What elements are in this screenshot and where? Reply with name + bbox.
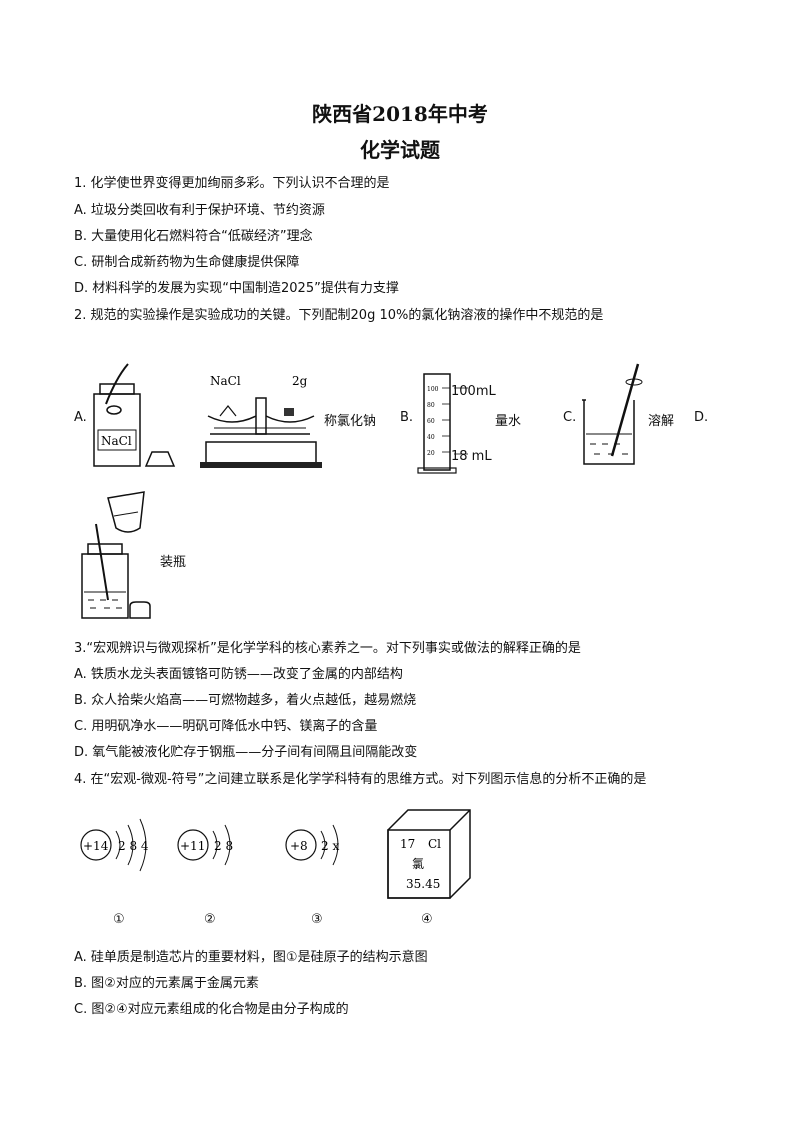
cylinder-ticks: 100 80 60 40 20 (427, 386, 450, 457)
q3-option-c: C. 用明矾净水——明矾可降低水中钙、镁离子的含量 (74, 719, 378, 734)
q3-stem: 3.“宏观辨识与微观探析”是化学学科的核心素养之一。对下列事实或做法的解释正确的… (74, 641, 581, 656)
atomic-mass: 35.45 (406, 877, 440, 891)
q1-option-a: A. 垃圾分类回收有利于保护环境、节约资源 (74, 203, 325, 218)
q3-option-a: A. 铁质水龙头表面镀铬可防锈——改变了金属的内部结构 (74, 667, 403, 682)
q2-fig-d-caption: 装瓶 (160, 555, 187, 570)
reagent-bottle-icon: NaCl (93, 363, 141, 467)
q4-option-b: B. 图②对应的元素属于金属元素 (74, 976, 259, 991)
cylinder-top-reading: 100mL (451, 384, 496, 399)
weighing-figure: NaCl NaCl 2g (93, 363, 322, 468)
right-pan-label: 2g (292, 374, 308, 388)
bottle-label: NaCl (101, 434, 132, 448)
page-subtitle: 化学试题 (360, 138, 440, 162)
cylinder-bottom-reading: 18 mL (451, 449, 492, 464)
cylinder-tick-label: 60 (427, 418, 435, 425)
svg-text:2 8: 2 8 (214, 839, 233, 853)
q2-fig-d-letter: D. (694, 410, 709, 425)
cylinder-tick-label: 40 (427, 434, 435, 441)
q1-stem: 1. 化学使世界变得更加绚丽多彩。下列认识不合理的是 (74, 176, 390, 191)
q1-option-c: C. 研制合成新药物为生命健康提供保障 (74, 255, 300, 270)
diagram-label-4: ④ (421, 912, 433, 927)
q1-option-b: B. 大量使用化石燃料符合“低碳经济”理念 (74, 229, 313, 244)
atomic-number: 17 (400, 837, 415, 851)
stopper-icon (144, 451, 176, 467)
balance-icon: NaCl 2g (200, 374, 322, 468)
svg-text:2 x: 2 x (321, 839, 339, 853)
element-name: 氯 (412, 857, 424, 871)
atom-diagram-1: +14 2 8 4 (80, 818, 149, 872)
periodic-element-cell: 17 Cl 氯 35.45 (387, 809, 471, 899)
atom-diagram-2: +11 2 8 (177, 824, 233, 866)
q4-option-c: C. 图②④对应元素组成的化合物是由分子构成的 (74, 1002, 349, 1017)
diagram-label-1: ① (113, 912, 125, 927)
q3-option-b: B. 众人拾柴火焰高——可燃物越多，着火点越低，越易燃烧 (74, 693, 417, 708)
q2-fig-c-letter: C. (563, 410, 577, 425)
q4-stem: 4. 在“宏观-微观-符号”之间建立联系是化学学科特有的思维方式。对下列图示信息… (74, 772, 647, 787)
q4-option-a: A. 硅单质是制造芯片的重要材料，图①是硅原子的结构示意图 (74, 950, 428, 965)
cylinder-tick-label: 80 (427, 402, 435, 409)
cylinder-tick-label: 100 (427, 386, 439, 393)
cylinder-tick-label: 20 (427, 450, 435, 457)
q2-stem: 2. 规范的实验操作是实验成功的关键。下列配制20g 10%的氯化钠溶液的操作中… (74, 308, 604, 323)
diagram-label-2: ② (204, 912, 216, 927)
element-symbol: Cl (428, 837, 441, 851)
bottling-figure (81, 491, 151, 619)
svg-text:+14: +14 (83, 839, 109, 853)
q2-fig-b-letter: B. (400, 410, 414, 425)
stopper-icon (129, 601, 151, 619)
atom-diagram-3: +8 2 x (285, 824, 339, 866)
pouring-beaker-icon (107, 491, 145, 533)
svg-text:+11: +11 (180, 839, 205, 853)
q2-fig-c-caption: 溶解 (648, 414, 675, 429)
q3-option-d: D. 氧气能被液化贮存于钢瓶——分子间有间隔且间隔能改变 (74, 745, 418, 760)
q2-fig-a-caption: 称氯化钠 (324, 414, 377, 429)
measuring-cylinder-figure: 100 80 60 40 20 (417, 373, 468, 474)
q1-option-d: D. 材料科学的发展为实现“中国制造2025”提供有力支撑 (74, 281, 399, 296)
glass-rod-icon (95, 523, 109, 601)
left-pan-label: NaCl (210, 374, 241, 388)
q2-fig-a-letter: A. (74, 410, 87, 425)
svg-text:2 8 4: 2 8 4 (118, 839, 149, 853)
q2-fig-b-caption: 量水 (495, 414, 522, 429)
svg-text:+8: +8 (290, 839, 308, 853)
page-title: 陕西省2018年中考 (312, 102, 488, 126)
dissolving-beaker-figure (582, 363, 643, 465)
diagram-label-3: ③ (311, 912, 323, 927)
